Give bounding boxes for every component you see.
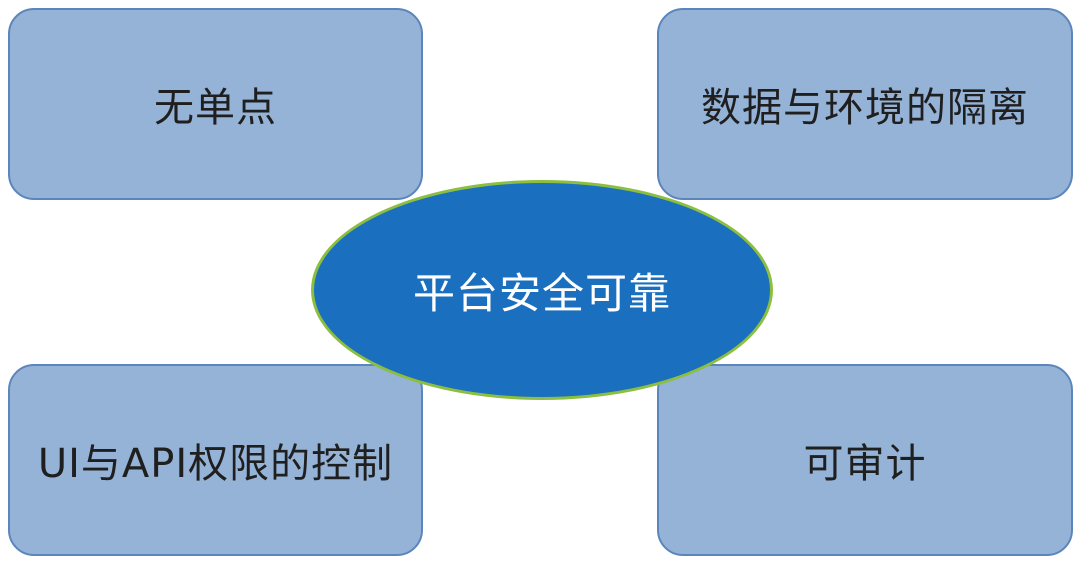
feature-card-ui-api-permission: UI与API权限的控制 (8, 364, 423, 556)
center-label: 平台安全可靠 (412, 268, 671, 318)
feature-card-auditable: 可审计 (657, 364, 1073, 556)
feature-label: 可审计 (803, 441, 927, 487)
feature-label: 无单点 (154, 85, 277, 131)
center-ellipse: 平台安全可靠 (311, 180, 773, 400)
feature-card-no-single-point: 无单点 (8, 8, 423, 200)
feature-label: 数据与环境的隔离 (701, 85, 1029, 131)
feature-card-data-env-isolation: 数据与环境的隔离 (657, 8, 1073, 200)
feature-label: UI与API权限的控制 (37, 441, 394, 487)
